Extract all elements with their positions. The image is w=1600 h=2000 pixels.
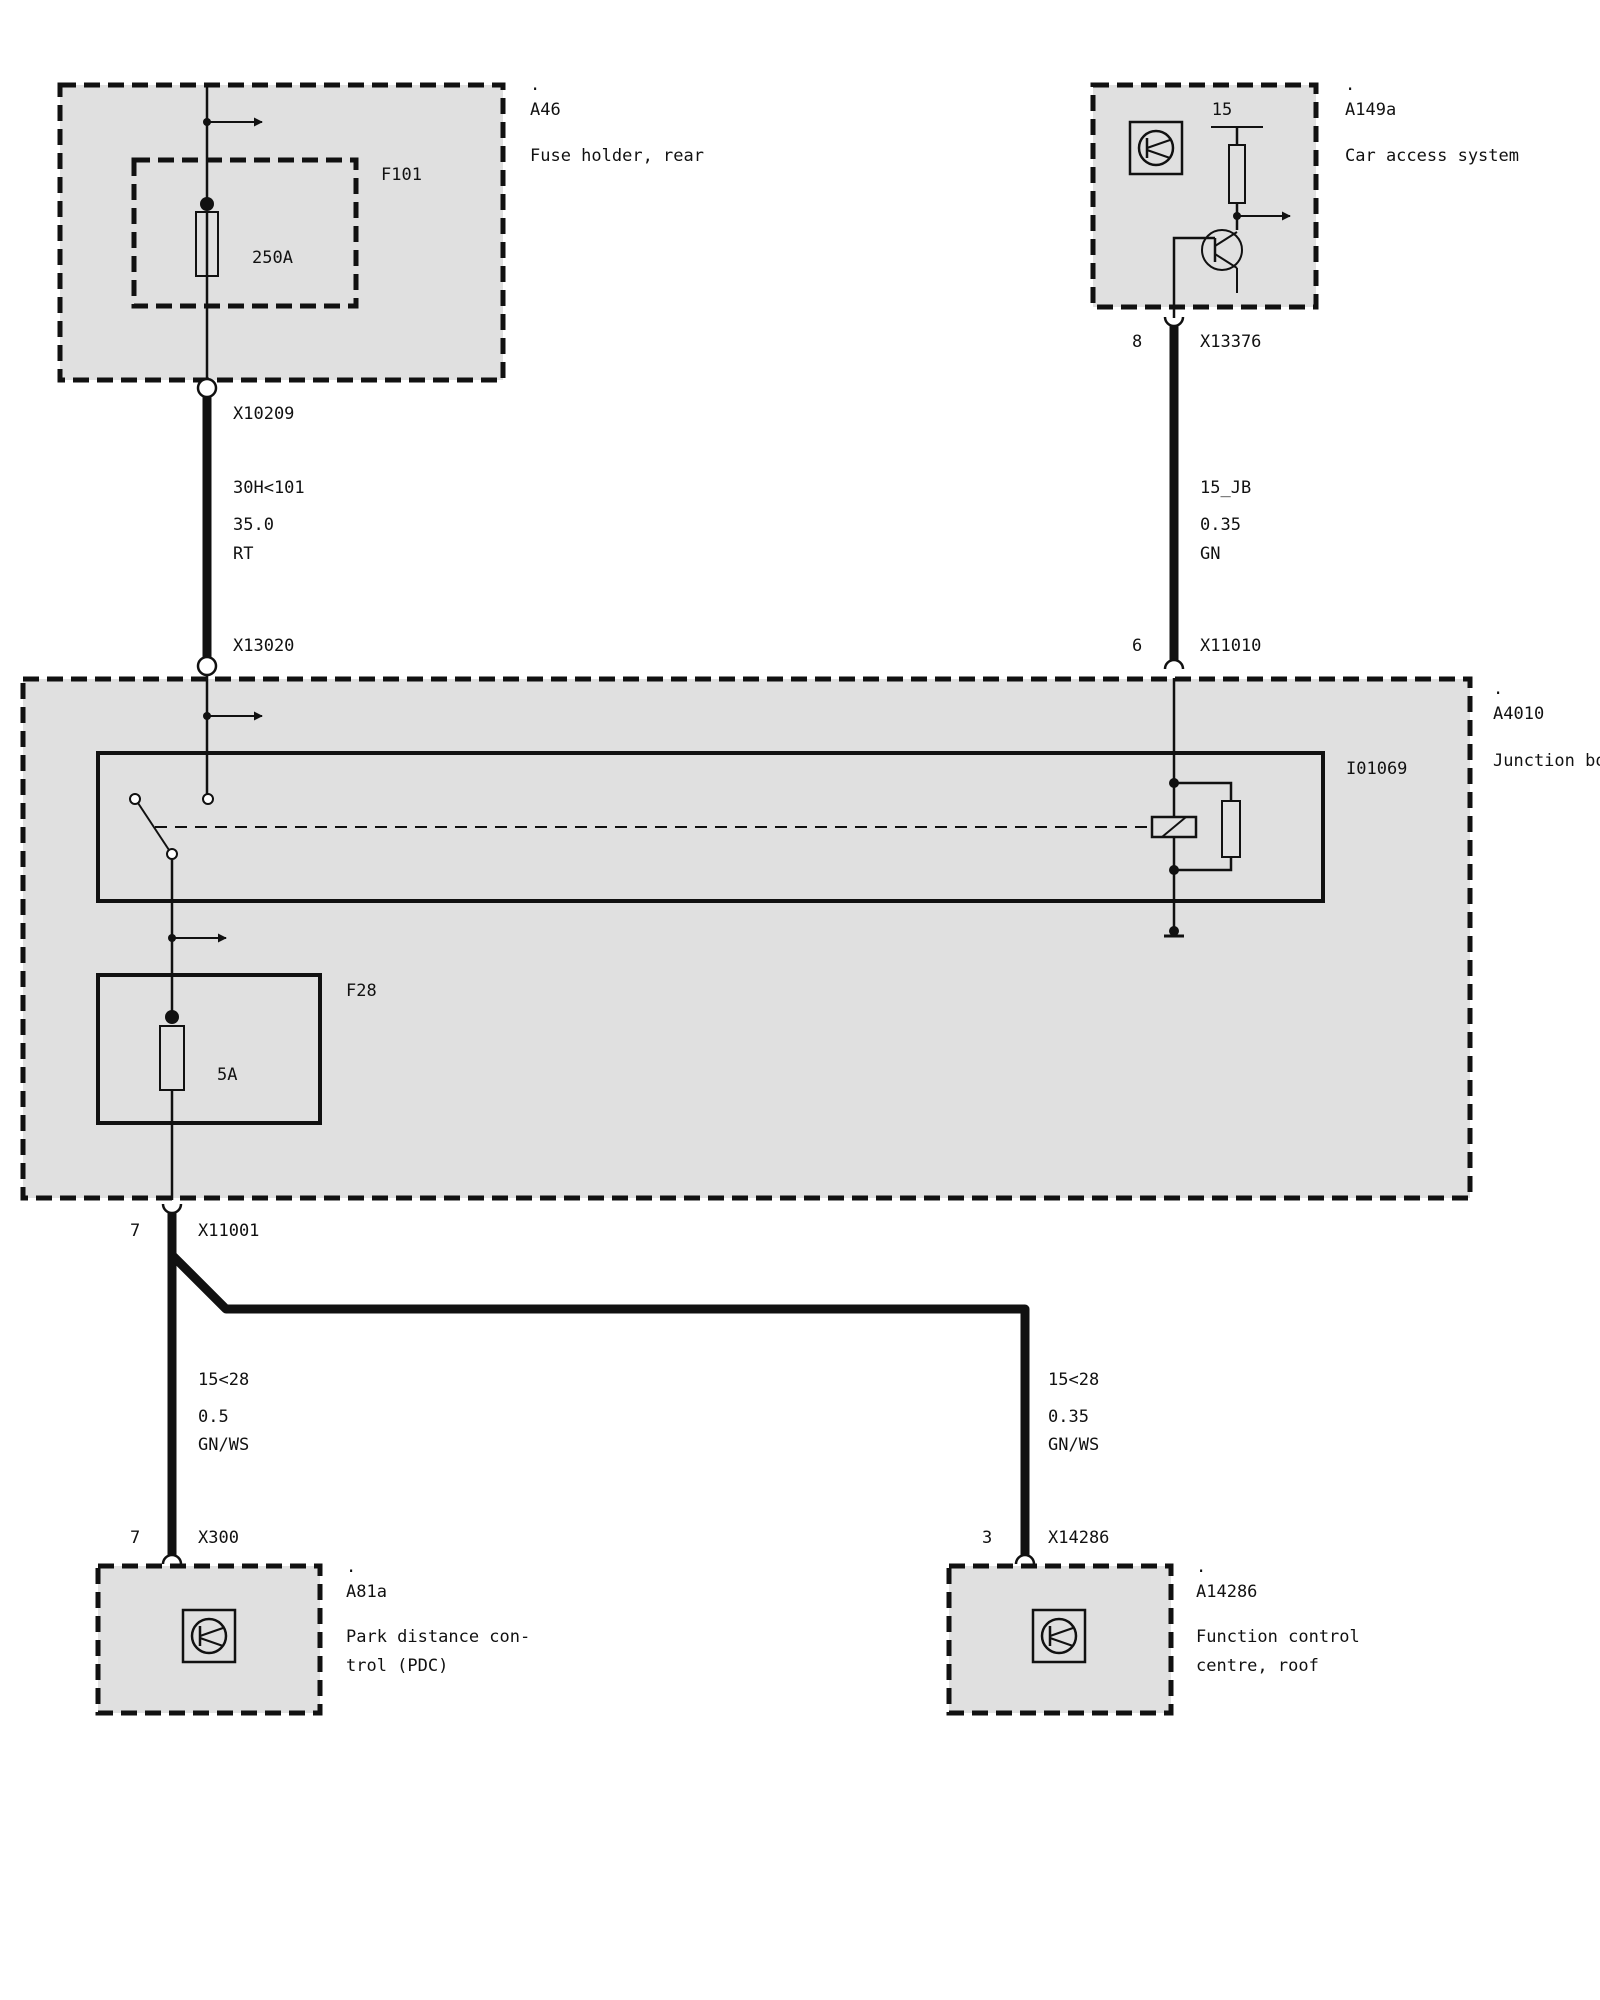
relay-i01069-frame xyxy=(96,751,1325,903)
x11001-code: X11001 xyxy=(198,1221,259,1241)
x11001-pin: 7 xyxy=(130,1221,140,1241)
a81a-dot: . xyxy=(346,1557,356,1577)
a81a-name-line2: trol (PDC) xyxy=(346,1656,448,1676)
junction-box xyxy=(20,675,1473,1201)
control-unit-icon xyxy=(1128,120,1184,176)
control-unit-icon xyxy=(1031,1608,1087,1664)
f101-code: F101 xyxy=(381,165,422,185)
terminal-15-label: 15 xyxy=(1212,100,1232,120)
park-distance-control-box xyxy=(95,1563,323,1716)
control-unit-icon xyxy=(181,1608,237,1664)
wire-3-signal: 15<28 xyxy=(198,1370,249,1390)
x14286-code: X14286 xyxy=(1048,1528,1109,1548)
relay-contact-common xyxy=(166,848,178,860)
a14286-name-line1: Function control xyxy=(1196,1627,1360,1647)
f101-fuse-frame xyxy=(131,157,359,309)
x300-code: X300 xyxy=(198,1528,239,1548)
f101-rating: 250A xyxy=(252,248,293,268)
wire-2-size: 0.35 xyxy=(1200,515,1241,535)
x300-pin: 7 xyxy=(130,1528,140,1548)
a81a-code: A81a xyxy=(346,1582,387,1602)
a149a-name: Car access system xyxy=(1345,146,1519,166)
a4010-code: A4010 xyxy=(1493,704,1544,724)
f28-fuse-frame xyxy=(96,973,322,1125)
wire-1-signal: 30H<101 xyxy=(233,478,305,498)
relay-contact-open xyxy=(129,793,141,805)
a149a-code: A149a xyxy=(1345,100,1396,120)
wire-4-signal: 15<28 xyxy=(1048,1370,1099,1390)
transistor-symbol xyxy=(1201,229,1243,293)
relay-switch-arm xyxy=(137,802,170,851)
wire-4-color: GN/WS xyxy=(1048,1435,1099,1455)
x300-connector xyxy=(161,1553,183,1565)
function-control-centre-box xyxy=(946,1563,1174,1716)
x13376-pin: 8 xyxy=(1132,332,1142,352)
x10209-connector xyxy=(196,377,218,399)
a81a-name-line1: Park distance con- xyxy=(346,1627,530,1647)
wire-2-signal: 15_JB xyxy=(1200,478,1251,498)
a46-dot: . xyxy=(530,75,540,95)
wire-2-color: GN xyxy=(1200,544,1220,564)
x11001-connector xyxy=(161,1203,183,1215)
a46-name: Fuse holder, rear xyxy=(530,146,704,166)
wire-3-color: GN/WS xyxy=(198,1435,249,1455)
f28-code: F28 xyxy=(346,981,377,1001)
x13376-code: X13376 xyxy=(1200,332,1261,352)
x14286-connector xyxy=(1014,1553,1036,1565)
wire-1-color: RT xyxy=(233,544,253,564)
a4010-name: Junction box xyxy=(1493,751,1600,771)
a14286-name-line2: centre, roof xyxy=(1196,1656,1319,1676)
f28-rating: 5A xyxy=(217,1065,237,1085)
wire-4-size: 0.35 xyxy=(1048,1407,1089,1427)
x13020-connector xyxy=(196,655,218,677)
wire-1-size: 35.0 xyxy=(233,515,274,535)
a4010-dot: . xyxy=(1493,679,1503,699)
x10209-code: X10209 xyxy=(233,404,294,424)
ground-icon xyxy=(1169,926,1179,936)
wire-15-28-roof xyxy=(168,1251,1030,1555)
a149a-dot: . xyxy=(1345,75,1355,95)
x11010-connector xyxy=(1163,658,1185,670)
relay-resistor xyxy=(1221,800,1241,858)
fuse-holder-rear-box xyxy=(57,82,506,383)
a46-code: A46 xyxy=(530,100,561,120)
wire-3-size: 0.5 xyxy=(198,1407,229,1427)
x11010-pin: 6 xyxy=(1132,636,1142,656)
x11010-code: X11010 xyxy=(1200,636,1261,656)
relay-contact-fixed xyxy=(202,793,214,805)
a14286-dot: . xyxy=(1196,1557,1206,1577)
x14286-pin: 3 xyxy=(982,1528,992,1548)
x13020-code: X13020 xyxy=(233,636,294,656)
x13376-connector xyxy=(1163,316,1185,328)
car-access-system-box xyxy=(1090,82,1319,318)
a14286-code: A14286 xyxy=(1196,1582,1257,1602)
i01069-code: I01069 xyxy=(1346,759,1407,779)
